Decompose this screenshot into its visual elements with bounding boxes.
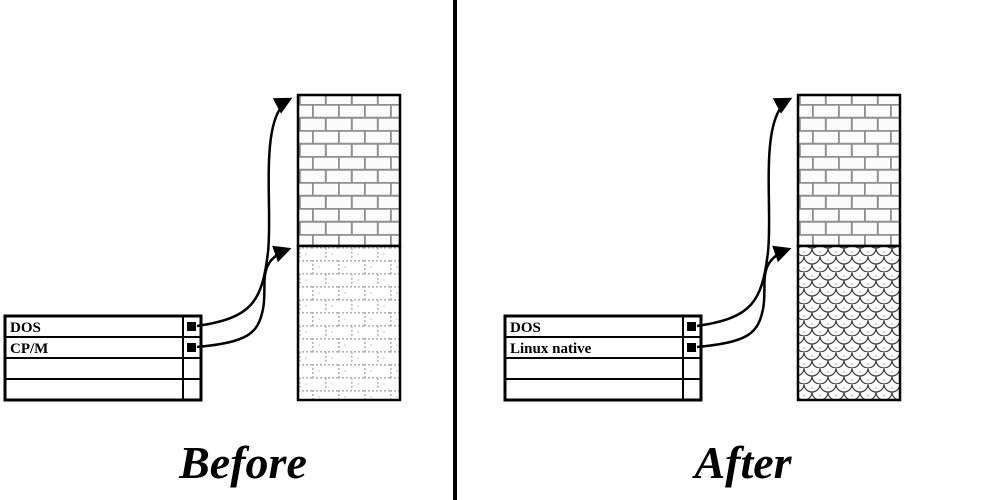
disk-top-section-brick xyxy=(796,93,902,248)
partition-row-label: Linux native xyxy=(510,341,592,357)
partition-table-before: DOS CP/M xyxy=(3,314,203,402)
partition-row-label: CP/M xyxy=(10,341,48,357)
disk-bottom-section-fish-scales xyxy=(796,244,902,402)
disk-top-section-brick xyxy=(296,93,402,248)
partition-marker-dot xyxy=(187,322,196,331)
panel-before: DOS CP/M Before xyxy=(3,93,402,488)
panel-divider-line xyxy=(453,0,457,500)
disk-before xyxy=(296,93,402,402)
partition-marker-dot xyxy=(187,343,196,352)
partition-marker-dot xyxy=(687,343,696,352)
disk-after xyxy=(796,93,902,402)
arrow-dos-to-disk xyxy=(696,97,793,328)
arrow-dos-to-disk xyxy=(196,97,293,328)
arrow-second-partition-to-disk xyxy=(196,245,292,349)
partition-marker-dot xyxy=(687,322,696,331)
partition-row-label: DOS xyxy=(510,320,541,336)
partition-table-row-lines xyxy=(5,336,201,380)
arrow-linux-partition-to-disk xyxy=(696,245,792,349)
disk-bottom-section-brick-dotted xyxy=(296,244,402,402)
caption-before: Before xyxy=(178,437,307,488)
caption-after: After xyxy=(691,437,792,488)
partition-table-row-lines xyxy=(505,336,701,380)
panel-after: DOS Linux native After xyxy=(503,93,902,488)
partition-table-after: DOS Linux native xyxy=(503,314,703,402)
partition-row-label: DOS xyxy=(10,320,41,336)
